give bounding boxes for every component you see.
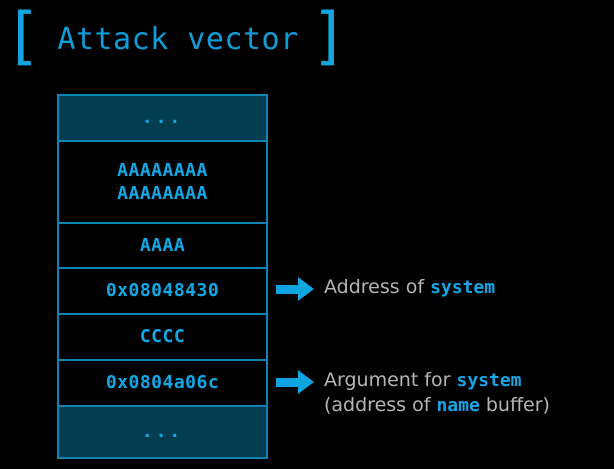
stack-cell-value: AAAA: [139, 234, 186, 256]
annotation-code-system: system: [456, 370, 522, 391]
stack-row-address-argument: 0x0804a06c: [59, 361, 266, 407]
stack-cell-value: 0x0804a06c: [105, 372, 220, 394]
annotation-text: Address of system: [324, 275, 495, 300]
bracket-left-icon: [: [4, 0, 42, 72]
annotation-label: buffer): [479, 394, 550, 417]
annotation-argument-for-system: Argument for system (address of name buf…: [276, 368, 550, 418]
annotation-label: Address of: [324, 276, 431, 298]
stack-cell-value: AAAAAAAA: [117, 183, 208, 204]
stack-row-ellipsis-bottom: ...: [59, 407, 266, 457]
stack-row-ellipsis-top: ...: [59, 96, 266, 142]
stack-row-address-system: 0x08048430: [59, 269, 266, 315]
annotation-label: (address of: [324, 394, 437, 417]
right-arrow-icon: [276, 370, 316, 394]
stack-row-filler-aaaa: AAAA: [59, 224, 266, 269]
ellipsis-glyph: ...: [141, 107, 184, 129]
stack-row-filler-cccc: CCCC: [59, 315, 266, 361]
stack-cell-value: AAAAAAAA: [117, 159, 208, 181]
annotation-code-system: system: [430, 277, 496, 298]
annotation-code-name: name: [436, 395, 480, 417]
stack-cell-value: 0x08048430: [105, 280, 220, 302]
annotation-text: Argument for system (address of name buf…: [324, 368, 550, 418]
annotation-label: Argument for: [324, 369, 457, 391]
annotation-address-of-system: Address of system: [276, 275, 495, 301]
right-arrow-icon: [276, 277, 316, 301]
stack-row-filler-aaaa-block: AAAAAAAA AAAAAAAA: [59, 142, 266, 224]
stack-cell-value: CCCC: [139, 326, 186, 348]
page-title: [ Attack vector ]: [0, 0, 348, 74]
ellipsis-glyph: ...: [141, 421, 184, 443]
page-title-text: Attack vector: [57, 21, 299, 57]
bracket-right-icon: ]: [310, 0, 348, 72]
stack-diagram: ... AAAAAAAA AAAAAAAA AAAA 0x08048430 CC…: [57, 94, 268, 459]
